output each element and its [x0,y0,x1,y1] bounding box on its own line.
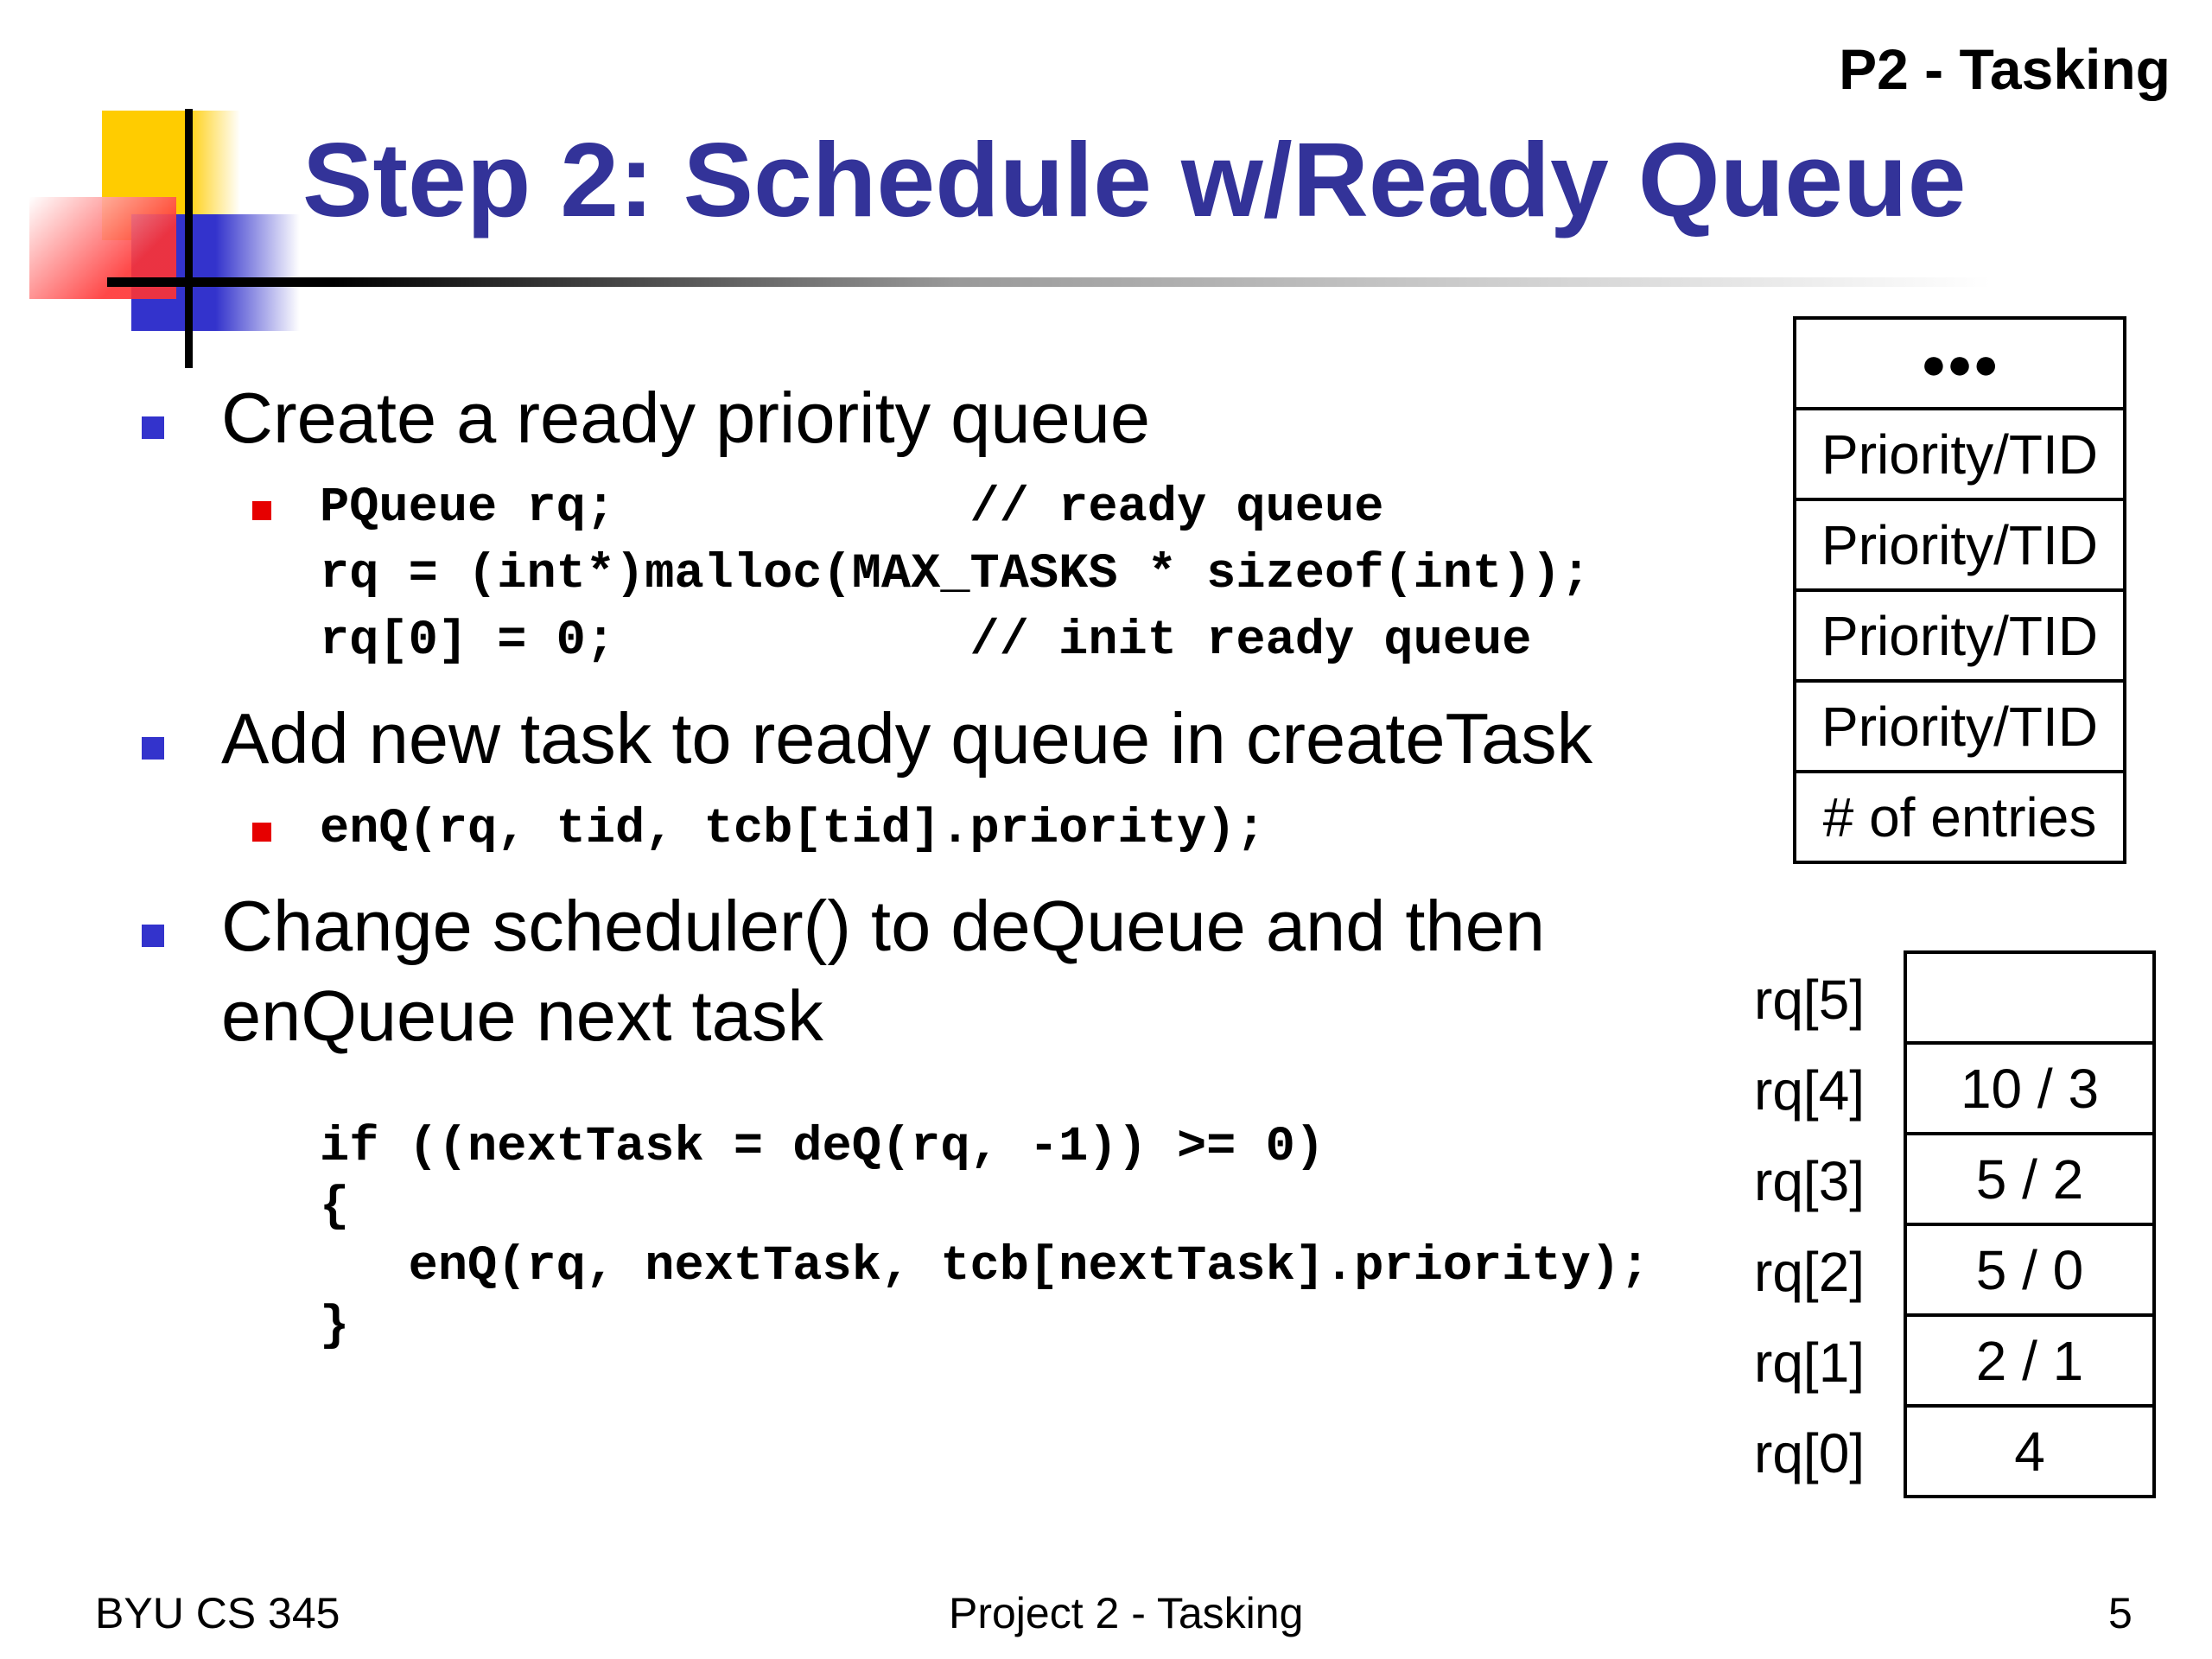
code-queue-line-3: rq[0] = 0; // init ready queue [320,613,1532,669]
rq-label: rq[4] [1754,1059,1866,1122]
footer-title: Project 2 - Tasking [949,1589,1304,1637]
rq-label: rq[2] [1754,1241,1866,1303]
table-cell: Priority/TID [1793,679,2126,773]
bullet-add-task: Add new task to ready queue in createTas… [221,698,1593,779]
table-cell: # of entries [1793,770,2126,864]
ready-queue-table: 10 / 3 5 / 2 5 / 0 2 / 1 4 [1904,950,2156,1498]
rq-cell: 5 / 0 [1904,1223,2156,1317]
footer-course: BYU CS 345 [95,1589,340,1637]
logo-vertical-line [185,109,193,368]
rq-label: rq[1] [1754,1332,1866,1394]
rq-cell: 4 [1904,1404,2156,1498]
sub-bullet-marker [252,823,271,842]
code-queue-line-2: rq = (int*)malloc(MAX_TASKS * sizeof(int… [320,547,1591,602]
rq-label: rq[3] [1754,1150,1866,1212]
bullet-marker [142,416,164,439]
title-underline [107,277,1991,287]
code-queue-line-1: PQueue rq; // ready queue [320,480,1384,536]
rq-cell: 10 / 3 [1904,1041,2156,1135]
table-cell-ellipsis: ●●● [1793,316,2126,410]
code-scheduler-line-1: if ((nextTask = deQ(rq, -1)) >= 0) [320,1120,1325,1175]
bullet-create-queue: Create a ready priority queue [221,378,1150,458]
code-scheduler-line-3: enQ(rq, nextTask, tcb[nextTask].priority… [320,1239,1650,1294]
sub-bullet-marker [252,501,271,520]
rq-label: rq[5] [1754,969,1866,1031]
rq-cell: 2 / 1 [1904,1313,2156,1408]
code-scheduler-line-2: { [320,1179,350,1235]
table-cell: Priority/TID [1793,498,2126,592]
rq-label: rq[0] [1754,1422,1866,1484]
bullet-marker [142,737,164,760]
priority-tid-table: ●●● Priority/TID Priority/TID Priority/T… [1793,316,2126,864]
table-cell: Priority/TID [1793,407,2126,501]
bullet-marker [142,925,164,947]
rq-cell: 5 / 2 [1904,1132,2156,1226]
code-scheduler-line-4: } [320,1299,350,1354]
rq-cell [1904,950,2156,1045]
table-cell: Priority/TID [1793,588,2126,683]
bullet-change-scheduler-line-2: enQueue next task [221,976,823,1056]
slide-title: Step 2: Schedule w/Ready Queue [302,121,1967,238]
footer-page-number: 5 [2108,1589,2133,1637]
bullet-change-scheduler-line-1: Change scheduler() to deQueue and then [221,886,1545,966]
code-enq-line: enQ(rq, tid, tcb[tid].priority); [320,802,1266,857]
header-tag: P2 - Tasking [1839,37,2171,101]
